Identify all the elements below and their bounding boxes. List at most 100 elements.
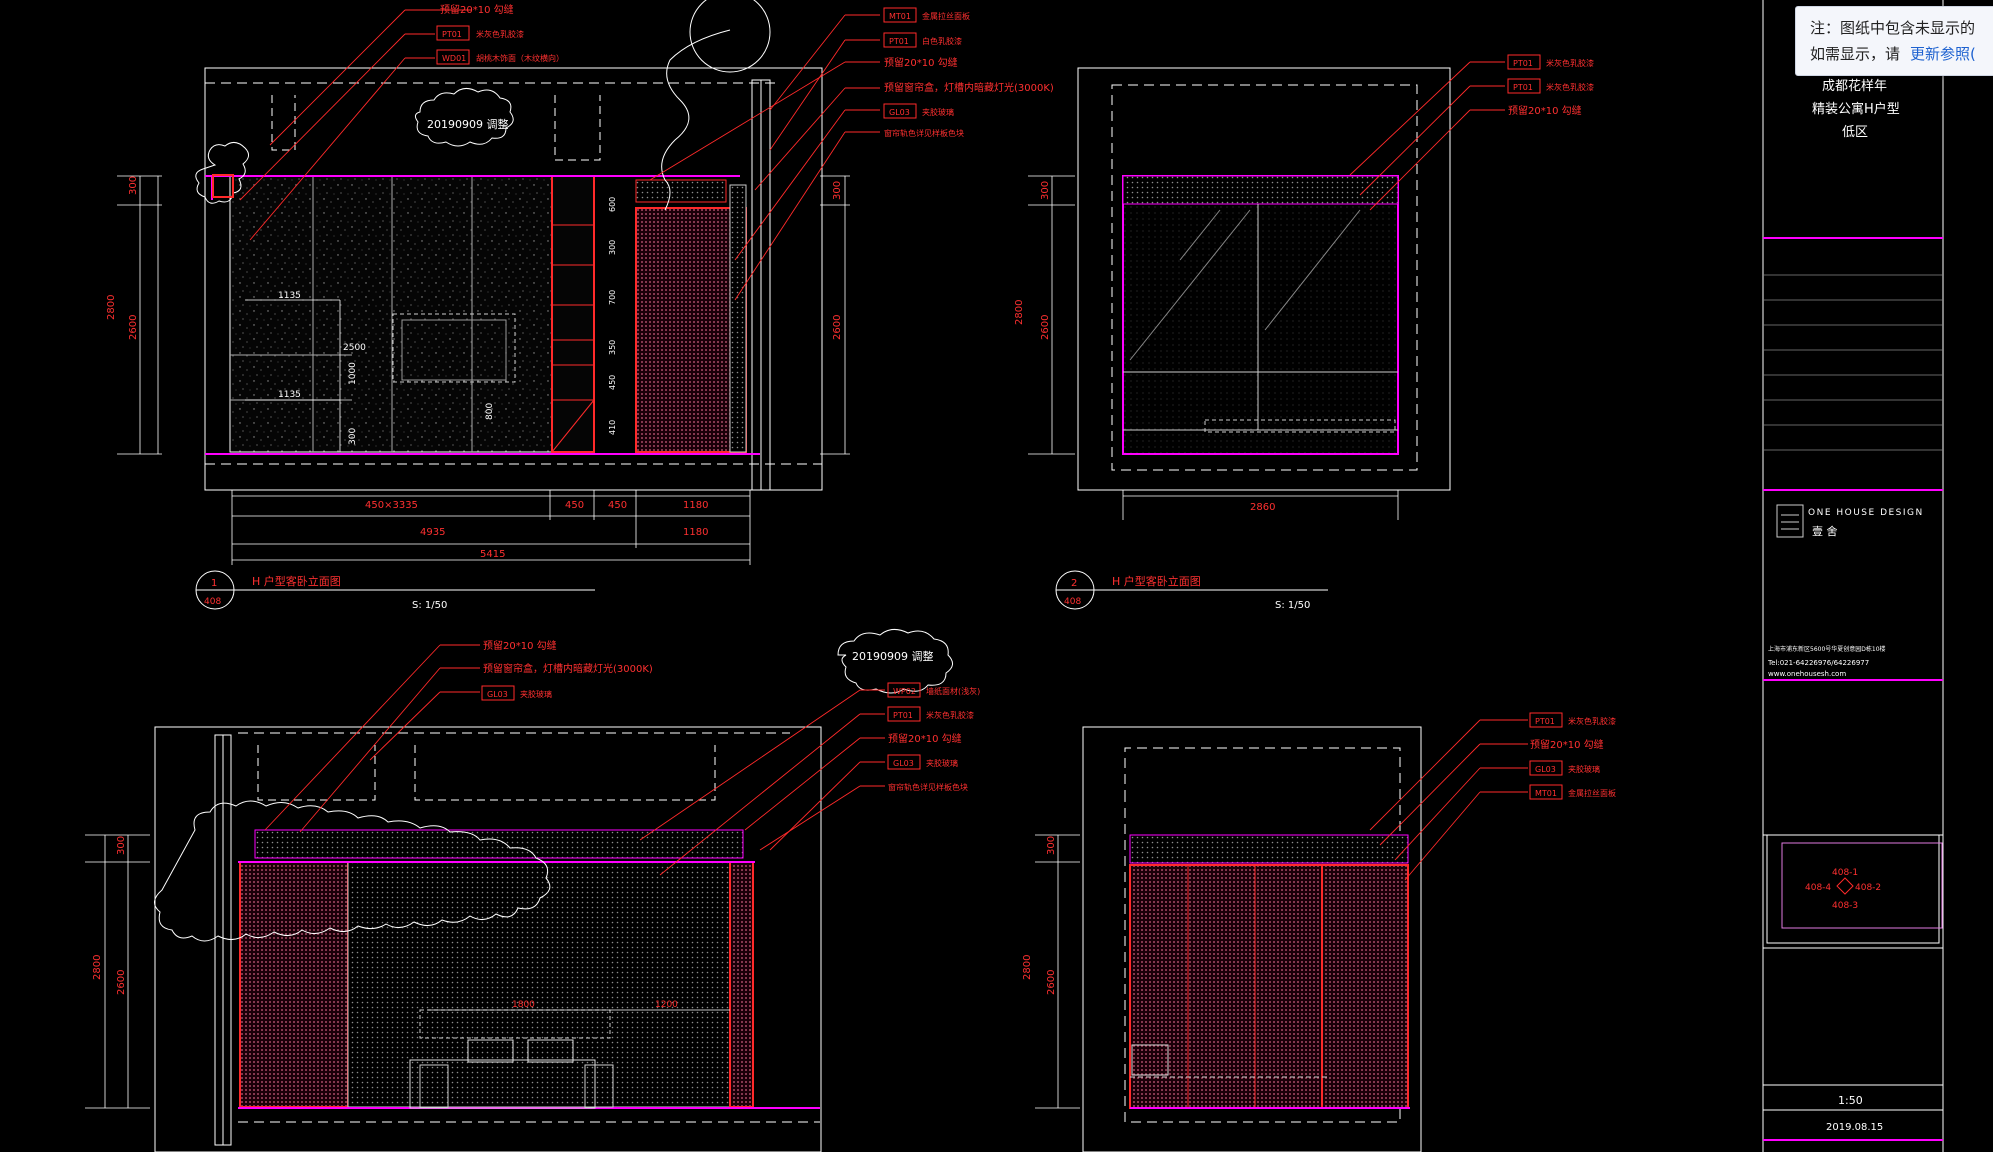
company-address: 上海市浦东新区5600号华夏创意园D栋10楼 (1768, 645, 1886, 653)
callout-text: 夹胶玻璃 (926, 758, 958, 768)
dim-text: 5415 (480, 549, 505, 560)
view-sheet: 408 (1064, 597, 1081, 607)
dim-text: 300 (1040, 181, 1051, 200)
view-title: H 户型客卧立面图 (1112, 574, 1201, 588)
key-plan (1766, 834, 1940, 944)
callout-text: 米灰色乳胶漆 (476, 29, 524, 39)
brand-logo (1776, 504, 1804, 538)
callout-text: 夹胶玻璃 (520, 689, 552, 699)
material-tag: PT01 (893, 711, 913, 720)
project-name: 成都花样年 (1822, 78, 1887, 94)
view-title: H 户型客卧立面图 (252, 574, 341, 588)
dim-text: 450 (565, 500, 584, 511)
dim-text: 410 (608, 420, 617, 435)
view-number: 1 (211, 578, 217, 589)
key-plan-label: 408-1 (1832, 868, 1858, 878)
dim-text: 700 (608, 290, 617, 305)
callout-text: 胡桃木饰面（木纹横向） (476, 53, 564, 63)
dim-text: 450 (608, 375, 617, 390)
dim-text: 2600 (128, 315, 139, 340)
dim-text: 2600 (1046, 970, 1057, 995)
callout-text: 预留20*10 勾缝 (440, 3, 514, 16)
brand-name: ONE HOUSE DESIGN (1808, 508, 1924, 518)
elevation-view-1: 20190909 调整 45 (106, 0, 1054, 611)
dim-text: 2800 (1022, 955, 1033, 980)
dim-text: 300 (128, 176, 139, 195)
key-plan-label: 408-3 (1832, 901, 1858, 911)
elevation-view-3: 20190909 调整 300 2800 2600 1800 1200 (85, 629, 980, 1152)
drawing-scale: 1:50 (1838, 1094, 1863, 1107)
notice-line-2: 如需显示，请更新参照( (1810, 41, 1993, 67)
material-tag: WD01 (442, 54, 466, 63)
project-zone: 低区 (1842, 125, 1868, 140)
dim-text: 300 (1046, 836, 1057, 855)
dim-text: 350 (608, 340, 617, 355)
key-plan-label: 408-2 (1855, 883, 1881, 893)
notice-line-1: 注：图纸中包含未显示的 (1810, 19, 1976, 37)
revision-cloud-label: 20190909 调整 (427, 117, 509, 131)
brand-name-cn: 壹 舍 (1812, 524, 1838, 538)
reference-notice-popup[interactable]: 注：图纸中包含未显示的 如需显示，请更新参照( (1795, 6, 1993, 76)
company-tel: Tel:021-64226976/64226977 (1767, 659, 1869, 667)
material-tag: GL03 (1535, 765, 1556, 774)
dim-text: 2800 (106, 295, 117, 320)
callout-text: 预留窗帘盒，灯槽内暗藏灯光(3000K) (483, 662, 653, 675)
update-reference-link[interactable]: 更新参照( (1910, 45, 1976, 63)
callout-text: 预留20*10 勾缝 (483, 639, 557, 652)
dim-text: 600 (608, 197, 617, 212)
dim-text: 450 (608, 500, 627, 511)
dim-text: 1200 (655, 1000, 678, 1010)
callout-text: 米灰色乳胶漆 (1546, 82, 1594, 92)
callout-text: 米灰色乳胶漆 (1568, 716, 1616, 726)
view-number: 2 (1071, 578, 1077, 589)
dim-text: 4935 (420, 527, 445, 538)
revision-cloud-label: 20190909 调整 (852, 649, 934, 663)
dim-text: 300 (348, 428, 358, 445)
dim-text: 2600 (1040, 315, 1051, 340)
dim-text: 800 (485, 403, 495, 420)
dim-text: 1000 (348, 362, 358, 385)
callout-text: 墙纸面材(浅灰) (926, 686, 980, 696)
callout-text: 预留窗帘盒，灯槽内暗藏灯光(3000K) (884, 81, 1054, 94)
material-tag: GL03 (487, 690, 508, 699)
project-type: 精装公寓H户型 (1812, 101, 1900, 117)
dim-text: 1180 (683, 527, 708, 538)
callout-text: 预留20*10 勾缝 (884, 56, 958, 69)
dim-text: 2500 (343, 343, 366, 353)
material-tag: PT01 (1513, 59, 1533, 68)
material-tag: WP02 (893, 687, 916, 696)
callout-text: 米灰色乳胶漆 (926, 710, 974, 720)
callout-text: 金属拉丝面板 (1568, 788, 1616, 798)
callout-text: 白色乳胶漆 (922, 36, 962, 46)
dim-text: 1135 (278, 291, 301, 301)
dim-text: 2860 (1250, 502, 1275, 513)
callout-text: 夹胶玻璃 (922, 107, 954, 117)
dim-text: 2800 (92, 955, 103, 980)
view-scale: S: 1/50 (1275, 600, 1310, 611)
material-tag: PT01 (889, 37, 909, 46)
callout-text: 金属拉丝面板 (922, 11, 970, 21)
elevation-view-4: 300 2800 2600 PT01 米灰色乳胶漆 预留20*10 勾缝 GL0… (1022, 712, 1616, 1152)
dim-text: 1180 (683, 500, 708, 511)
callout-text: 窗帘轨色详见样板色块 (884, 128, 964, 138)
callout-text: 预留20*10 勾缝 (1508, 104, 1582, 117)
dim-text: 1800 (512, 1000, 535, 1010)
material-tag: MT01 (889, 12, 911, 21)
company-web: www.onehousesh.com (1768, 670, 1846, 678)
key-plan-label: 408-4 (1805, 883, 1831, 893)
dim-text: 300 (832, 181, 843, 200)
callout-text: 窗帘轨色详见样板色块 (888, 782, 968, 792)
callout-text: 米灰色乳胶漆 (1546, 58, 1594, 68)
material-tag: PT01 (1513, 83, 1533, 92)
material-tag: GL03 (889, 108, 910, 117)
dim-text: 2600 (116, 970, 127, 995)
view-sheet: 408 (204, 597, 221, 607)
dim-text: 450×3335 (365, 500, 418, 511)
callout-text: 预留20*10 勾缝 (1530, 738, 1604, 751)
title-block: 成都花样年 精装公寓H户型 低区 ONE HOUSE DESIGN 壹 舍 上海… (1762, 0, 1944, 1152)
elevation-view-2: 2860 300 2800 2600 PT01 米灰色乳胶漆 PT01 米灰色乳… (1014, 54, 1594, 611)
dim-text: 1135 (278, 390, 301, 400)
dim-text: 300 (608, 240, 617, 255)
drawing-date: 2019.08.15 (1826, 1122, 1883, 1133)
